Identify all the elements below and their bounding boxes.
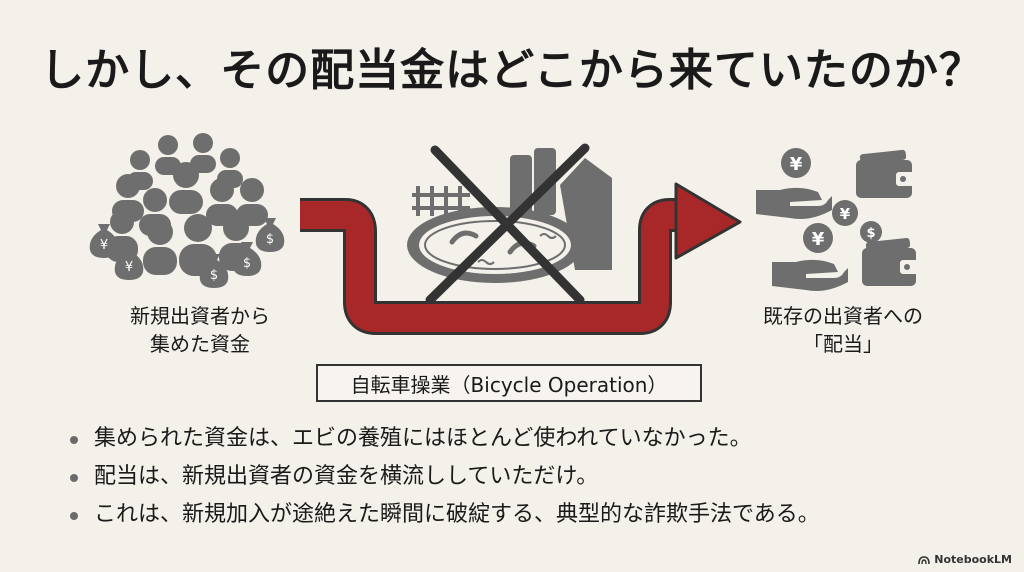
notebooklm-logo-icon xyxy=(918,555,931,564)
yen-coin-icon: ¥ xyxy=(781,148,811,178)
label-line: 新規出資者から xyxy=(130,304,270,328)
svg-text:¥: ¥ xyxy=(125,260,133,275)
brand-text: NotebookLM xyxy=(934,553,1012,566)
list-item: 集められた資金は、エビの養殖にはほとんど使われていなかった。 xyxy=(64,420,820,458)
yen-coin-icon: ¥ xyxy=(832,200,858,226)
dollar-coin-icon: $ xyxy=(860,221,882,243)
svg-text:$: $ xyxy=(243,256,251,271)
dividend-label: 既存の出資者への 「配当」 xyxy=(728,302,958,358)
wallet-icon xyxy=(862,238,918,286)
shrimp-farm-icon xyxy=(407,143,612,305)
hand-icon xyxy=(756,187,832,219)
dividend-icons: ¥ ¥ ¥ $ xyxy=(756,148,918,291)
svg-text:¥: ¥ xyxy=(790,154,803,175)
label-line: 集めた資金 xyxy=(150,332,250,356)
money-bag-icon: ¥ ¥ $ $ $ xyxy=(89,218,285,288)
brand-watermark: NotebookLM xyxy=(918,553,1012,566)
svg-text:$: $ xyxy=(266,232,274,247)
hand-icon xyxy=(772,259,848,291)
svg-text:¥: ¥ xyxy=(840,205,851,223)
list-item: これは、新規加入が途絶えた瞬間に破綻する、典型的な詐欺手法である。 xyxy=(64,496,820,534)
investor-crowd-icon xyxy=(106,133,268,276)
svg-text:$: $ xyxy=(866,226,875,241)
new-investor-funds-label: 新規出資者から 集めた資金 xyxy=(95,302,305,358)
yen-coin-icon: ¥ xyxy=(803,223,833,253)
svg-text:¥: ¥ xyxy=(812,229,825,250)
svg-text:$: $ xyxy=(210,268,218,283)
bullet-list: 集められた資金は、エビの養殖にはほとんど使われていなかった。 配当は、新規出資者… xyxy=(64,420,820,534)
wallet-icon xyxy=(856,149,914,198)
label-line: 「配当」 xyxy=(803,332,883,356)
bicycle-operation-box: 自転車操業（Bicycle Operation） xyxy=(316,364,702,402)
page-title: しかし、その配当金はどこから来ていたのか？ xyxy=(40,45,984,96)
label-line: 既存の出資者への xyxy=(763,304,923,328)
flow-arrow xyxy=(300,182,742,335)
svg-text:¥: ¥ xyxy=(100,238,108,253)
list-item: 配当は、新規出資者の資金を横流ししていただけ。 xyxy=(64,458,820,496)
